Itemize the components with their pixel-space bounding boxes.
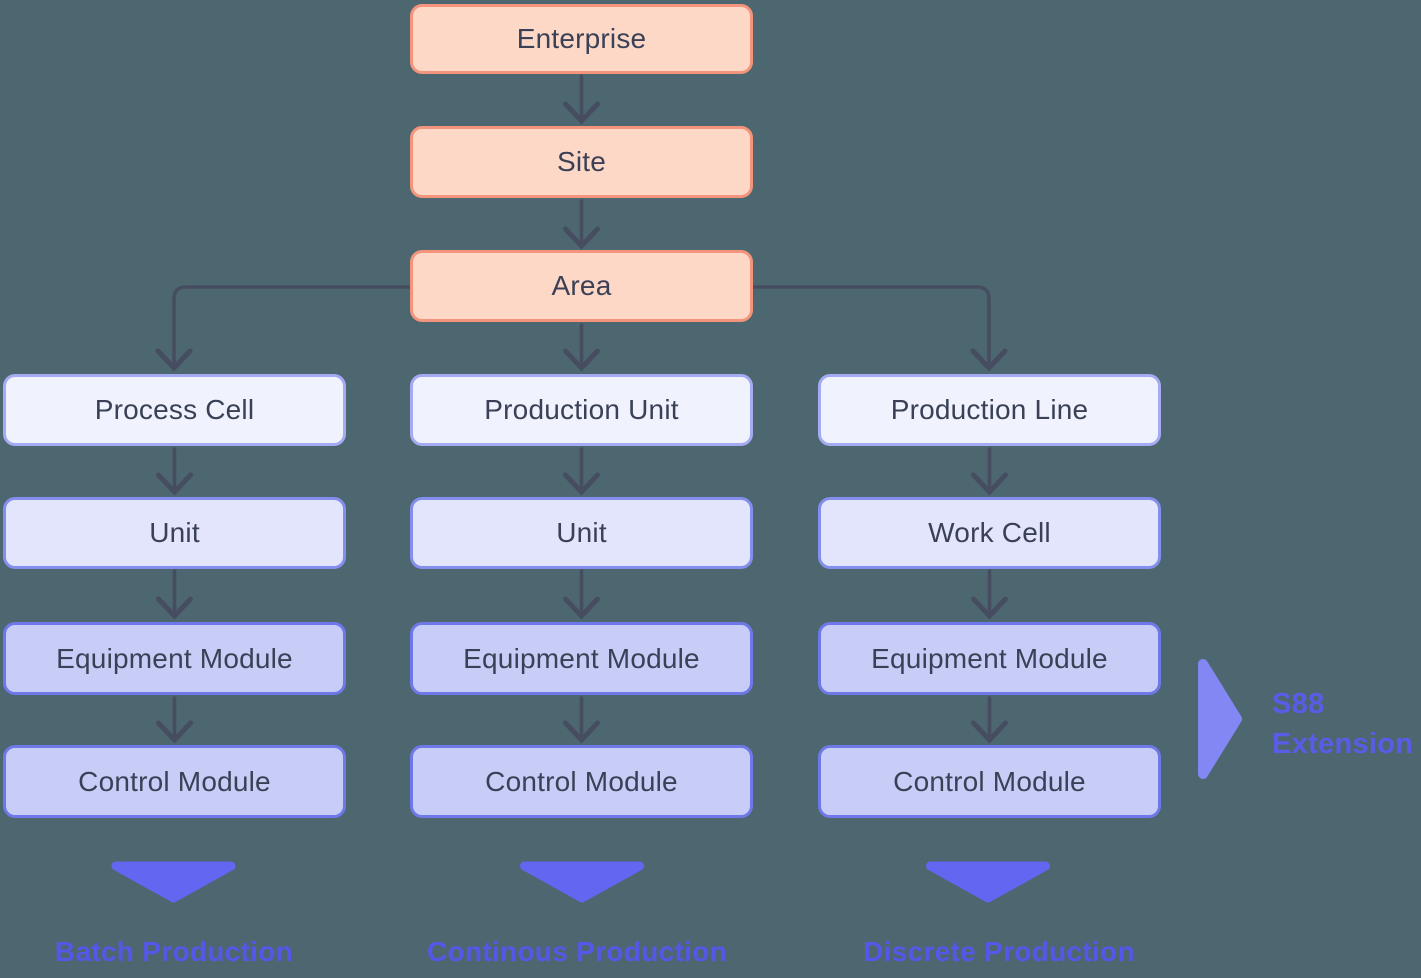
s88-extension-label-line1: S88 <box>1272 688 1325 720</box>
label-discrete-production: Discrete Production <box>863 936 1135 967</box>
node-control-module-continuous: Control Module <box>410 745 753 818</box>
arrow-work-cell-to-equipment-module <box>971 569 1008 620</box>
node-equipment-module-discrete: Equipment Module <box>818 622 1161 695</box>
node-area: Area <box>410 250 753 322</box>
arrow-unit-to-equipment-module-left <box>156 569 193 620</box>
arrow-equipment-to-control-right <box>971 696 1008 744</box>
down-triangle-icon-batch <box>111 861 236 903</box>
arrow-process-cell-to-unit <box>156 447 193 496</box>
node-equipment-module-continuous: Equipment Module <box>410 622 753 695</box>
node-unit-batch: Unit <box>3 497 346 569</box>
down-triangle-icon-discrete <box>926 861 1050 903</box>
arrow-area-to-production-line <box>751 285 1008 372</box>
node-site: Site <box>410 126 753 198</box>
down-triangle-icon-continuous <box>520 861 644 903</box>
arrow-production-line-to-work-cell <box>971 447 1008 496</box>
node-control-module-discrete: Control Module <box>818 745 1161 818</box>
node-work-cell: Work Cell <box>818 497 1161 569</box>
node-production-unit: Production Unit <box>410 374 753 446</box>
node-equipment-module-batch: Equipment Module <box>3 622 346 695</box>
node-production-line: Production Line <box>818 374 1161 446</box>
label-continuous-production: Continous Production <box>427 936 727 967</box>
arrow-site-to-area <box>563 199 600 250</box>
arrow-equipment-to-control-left <box>156 696 193 744</box>
node-unit-continuous: Unit <box>410 497 753 569</box>
arrow-production-unit-to-unit <box>563 447 600 496</box>
arrow-enterprise-to-site <box>563 74 600 125</box>
node-enterprise: Enterprise <box>410 4 753 74</box>
arrow-area-to-production-unit <box>563 323 600 372</box>
s88-extension-label-line2: Extension <box>1272 728 1414 760</box>
s88-extension-label: S88 Extension <box>1272 684 1413 764</box>
arrow-unit-to-equipment-module-mid <box>563 569 600 620</box>
arrow-area-to-process-cell <box>155 285 412 372</box>
node-process-cell: Process Cell <box>3 374 346 446</box>
node-control-module-batch: Control Module <box>3 745 346 818</box>
label-batch-production: Batch Production <box>54 936 294 967</box>
s88-extension-arrow-icon <box>1198 659 1242 779</box>
arrow-equipment-to-control-mid <box>563 696 600 744</box>
